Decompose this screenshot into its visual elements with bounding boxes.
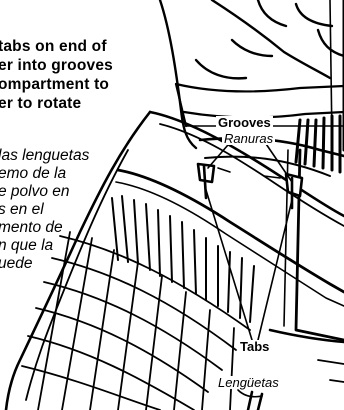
instruction-es-line: n que la xyxy=(0,237,54,254)
instruction-en-line: er to rotate xyxy=(0,95,82,112)
instruction-es-line: e polvo en xyxy=(0,183,70,200)
instruction-es-line: s en el xyxy=(0,201,44,218)
filter-mesh-drawing xyxy=(21,231,251,410)
instruction-en-line: tabs on end of xyxy=(0,38,107,55)
handle-drawing xyxy=(237,359,344,410)
filter-basket-drawing xyxy=(4,110,344,410)
filter-fins-drawing xyxy=(111,195,255,323)
tabs-label-spanish: Lengüetas xyxy=(216,375,281,390)
instruction-en-line: ompartment to xyxy=(0,76,110,93)
grooves-label: Grooves xyxy=(216,115,273,130)
instruction-es-line: mento de xyxy=(0,219,63,236)
tabs-label: Tabs xyxy=(238,339,272,354)
instruction-es-line: las lenguetas xyxy=(0,147,90,164)
instruction-en-line: er into grooves xyxy=(0,57,113,74)
instruction-es-line: emo de la xyxy=(0,165,67,182)
grooves-label-spanish: Ranuras xyxy=(222,131,276,146)
instruction-es-line: uede xyxy=(0,255,33,272)
